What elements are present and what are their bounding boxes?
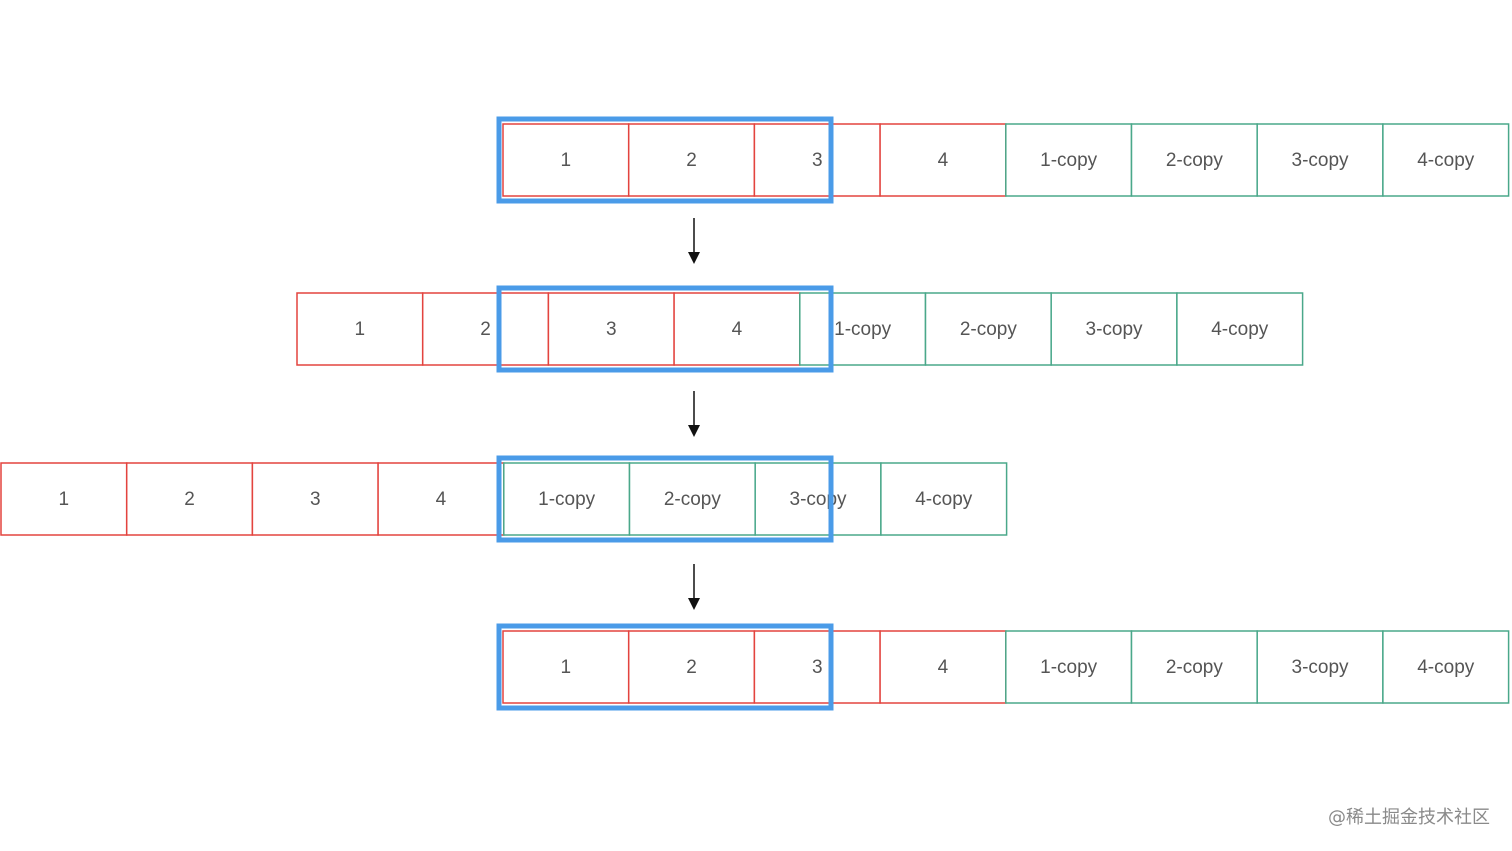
slide-cell-4-copy: [1176, 292, 1304, 366]
slide-label-2: 2: [480, 319, 491, 340]
slide-cell-3-copy: [1256, 123, 1384, 197]
slide-cell-1: [296, 292, 424, 366]
slide-label-3-copy: 3-copy: [1292, 150, 1350, 171]
slide-cell-2: [421, 292, 550, 366]
slide-label-4: 4: [436, 489, 447, 510]
slide-label-2-copy: 2-copy: [1166, 657, 1224, 678]
slide-cell-4: [879, 630, 1007, 704]
slide-label-3-copy: 3-copy: [1086, 319, 1144, 340]
slide-label-2: 2: [184, 489, 195, 510]
slide-label-4: 4: [732, 319, 743, 340]
slide-label-1-copy: 1-copy: [1040, 150, 1098, 171]
slide-label-2: 2: [686, 657, 697, 678]
slide-label-2: 2: [686, 150, 697, 171]
watermark: @稀土掘金技术社区: [1328, 807, 1490, 828]
slide-label-3: 3: [812, 150, 823, 171]
slide-label-4-copy: 4-copy: [1211, 319, 1269, 340]
slide-label-4: 4: [938, 150, 949, 171]
slide-label-3: 3: [606, 319, 617, 340]
slide-cell-2-copy: [924, 292, 1052, 366]
slide-label-1: 1: [59, 489, 70, 510]
slide-label-1-copy: 1-copy: [834, 319, 892, 340]
slide-cell-1-copy: [503, 462, 631, 536]
slide-cell-1: [502, 123, 630, 197]
slide-cell-2-copy: [628, 462, 756, 536]
slide-cell-4: [673, 292, 801, 366]
slide-label-1-copy: 1-copy: [1040, 657, 1098, 678]
viewport-frame-step-4: [496, 623, 834, 711]
slide-row-step-3: 1 2 3 4 1-copy 2-copy 3-copy 4-copy: [0, 462, 1008, 536]
slide-label-1-copy: 1-copy: [538, 489, 596, 510]
slide-label-1: 1: [561, 150, 572, 171]
slide-cell-2-copy: [1130, 123, 1258, 197]
slide-label-4-copy: 4-copy: [915, 489, 973, 510]
slide-label-1: 1: [355, 319, 366, 340]
slide-cell-2: [125, 462, 254, 536]
slide-cell-1-copy: [1005, 630, 1133, 704]
slide-row-step-4: 1 2 3 4 1-copy 2-copy 3-copy 4-copy: [502, 630, 1510, 704]
slide-cell-1-copy: [799, 292, 927, 366]
slide-cell-3: [753, 630, 881, 704]
slide-cell-3-copy: [754, 462, 882, 536]
slide-label-4-copy: 4-copy: [1417, 150, 1475, 171]
slide-cell-1: [0, 462, 128, 536]
slide-cell-3: [753, 123, 881, 197]
slide-label-4: 4: [938, 657, 949, 678]
slide-label-3-copy: 3-copy: [1292, 657, 1350, 678]
slide-label-2-copy: 2-copy: [1166, 150, 1224, 171]
slide-cell-4-copy: [880, 462, 1008, 536]
slide-cell-3: [251, 462, 379, 536]
viewport-frame-step-3: [496, 455, 834, 543]
viewport-frame-step-2: [496, 285, 834, 373]
rows-layer: 1 2 3 4 1-copy 2-copy 3-copy 4-copy 1 2 3 4 1-copy 2-…: [0, 123, 1510, 704]
slide-label-3-copy: 3-copy: [790, 489, 848, 510]
slide-label-3: 3: [812, 657, 823, 678]
slide-row-step-1: 1 2 3 4 1-copy 2-copy 3-copy 4-copy: [502, 123, 1510, 197]
slide-label-4-copy: 4-copy: [1417, 657, 1475, 678]
slide-label-2-copy: 2-copy: [960, 319, 1018, 340]
slide-label-3: 3: [310, 489, 321, 510]
viewport-layer: [496, 116, 834, 711]
slide-label-1: 1: [561, 657, 572, 678]
slide-cell-4-copy: [1382, 123, 1510, 197]
slide-cell-3-copy: [1256, 630, 1384, 704]
viewport-frame-step-1: [496, 116, 834, 204]
slide-cell-4: [377, 462, 505, 536]
slide-row-step-2: 1 2 3 4 1-copy 2-copy 3-copy 4-copy: [296, 292, 1304, 366]
slide-cell-4-copy: [1382, 630, 1510, 704]
slide-cell-2: [627, 123, 756, 197]
slide-cell-1: [502, 630, 630, 704]
slide-label-2-copy: 2-copy: [664, 489, 722, 510]
slide-cell-1-copy: [1005, 123, 1133, 197]
